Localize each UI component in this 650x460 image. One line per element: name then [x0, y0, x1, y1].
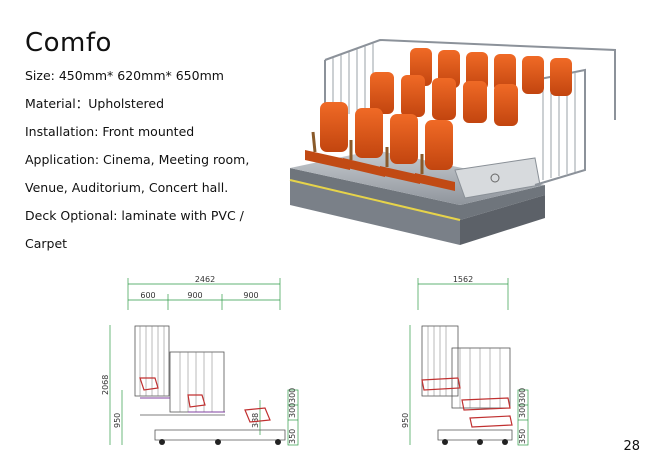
spec-deck-cont: Carpet: [25, 236, 68, 251]
dim-lower-height: 950: [113, 413, 122, 428]
seating-render-image: [289, 38, 616, 245]
dim-riser-right-3: 300: [518, 388, 527, 403]
dim-riser-1: 350: [288, 429, 297, 444]
dim-lower-height-right: 950: [401, 413, 410, 428]
rear-elevation-drawing: 1562 950 350 300 300: [401, 275, 529, 446]
spec-installation: Installation: Front mounted: [25, 124, 195, 139]
spec-list: Size: 450mm* 620mm* 650mm Material：Uphol…: [25, 66, 305, 262]
dim-width-3: 900: [243, 291, 258, 300]
dim-riser-right-1: 350: [518, 429, 527, 444]
page-number: 28: [623, 439, 640, 454]
spec-size: Size: 450mm* 620mm* 650mm: [25, 68, 224, 83]
dim-total-width: 2462: [195, 275, 215, 284]
dim-riser-2: 300: [288, 403, 297, 418]
dim-total-height: 2068: [101, 375, 110, 395]
page-title: Comfo: [25, 28, 112, 58]
dim-width-2: 900: [187, 291, 202, 300]
dim-depth: 1562: [453, 275, 473, 284]
side-elevation-drawing: 2462 600 900 900 2068 950 388 350 300 30…: [101, 275, 299, 446]
dim-seat-height: 388: [251, 413, 260, 428]
spec-material: Material：Upholstered: [25, 96, 165, 111]
spec-deck: Deck Optional: laminate with PVC /: [25, 208, 244, 223]
dim-riser-3: 300: [288, 388, 297, 403]
spec-application: Application: Cinema, Meeting room,: [25, 152, 250, 167]
spec-application-cont: Venue, Auditorium, Concert hall.: [25, 180, 229, 195]
dim-width-1: 600: [140, 291, 155, 300]
dim-riser-right-2: 300: [518, 403, 527, 418]
